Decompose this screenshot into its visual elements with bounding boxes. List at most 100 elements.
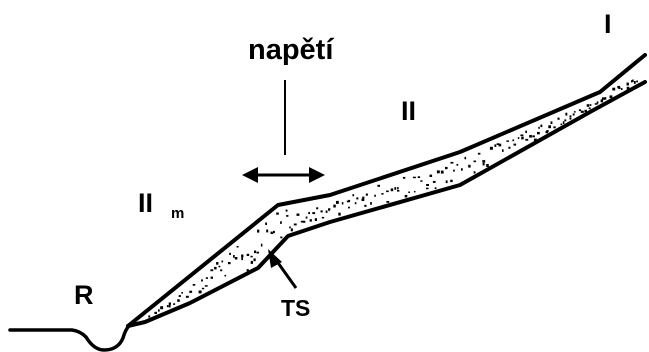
stipple-dot [326,211,328,213]
stipple-dot [312,212,315,214]
stipple-dot [499,144,502,147]
stipple-dot [303,221,305,223]
stipple-dot [251,256,253,258]
stipple-dot [512,139,514,141]
stipple-dot [235,257,238,260]
terrace-i-label: I [604,9,612,39]
stipple-dot [276,213,279,215]
stipple-dot [627,83,629,86]
stipple-dot [233,255,235,258]
stipple-dot [537,132,540,134]
stipple-dot [148,315,150,317]
stress-double-arrow [242,167,325,183]
stipple-dot [403,177,405,179]
stipple-dot [352,194,354,196]
stipple-dot [169,305,171,308]
stipple-dot [333,205,336,208]
stipple-dot [418,176,420,178]
stipple-dot [205,285,208,287]
transition-slope-arrow [268,249,296,288]
stipple-dot [210,269,213,271]
stipple-dot [257,252,260,254]
stipple-dot [587,104,590,107]
stipple-dot [273,231,275,233]
stipple-dot [604,97,606,100]
stipple-dot [362,199,365,202]
stipple-dot [430,175,433,177]
stipple-dot [520,135,523,137]
sediment-fill [128,55,645,326]
stipple-dot [494,144,496,147]
stipple-dot [229,253,231,255]
stipple-dot [222,261,224,263]
stipple-dot [532,135,535,137]
stipple-dot [254,251,256,254]
stipple-dot [525,131,527,133]
stipple-dot [301,221,303,223]
stipple-dot [199,291,202,294]
stipple-dot [177,299,180,302]
stipple-dot [461,168,463,171]
stipple-dot [508,147,510,149]
stipple-dot [364,205,366,207]
stipple-dot [266,230,268,233]
stipple-dot [286,215,288,217]
stipple-dot [316,207,318,209]
stipple-dot [306,217,308,219]
stipple-dot [391,188,394,191]
stipple-dot [602,97,605,99]
stipple-dot [453,170,455,172]
stipple-dot [261,244,263,247]
stipple-dot [482,160,485,163]
stipple-dot [558,118,560,120]
stipple-dot [538,127,540,129]
stipple-dot [315,218,317,221]
stipple-dot [154,312,157,314]
stipple-dot [160,306,163,309]
stipple-dot [506,140,509,142]
stipple-dot [265,223,267,226]
stipple-dot [228,262,231,264]
stipple-dot [579,109,581,111]
stipple-dot [201,279,203,281]
stipple-dot [280,237,282,239]
stipple-dot [561,124,563,126]
stipple-dot [581,111,584,113]
stipple-dot [426,188,429,190]
stipple-dot [612,88,615,91]
stipple-dot [338,213,340,216]
stipple-dot [563,121,565,124]
river-channel-ground [10,325,130,350]
transition-slope-label: TS [281,295,310,321]
stipple-dot [328,208,330,210]
stipple-dot [308,212,310,214]
stipple-dot [167,305,169,307]
stipple-dot [297,214,300,216]
stipple-dot [540,125,542,128]
stipple-dot [486,164,489,167]
stipple-dot [322,217,324,219]
stipple-dot [483,163,485,166]
stipple-dot [405,195,408,198]
stipple-dot [386,191,389,193]
stipple-dot [445,167,448,169]
stipple-dot [386,201,389,203]
stipple-dot [247,254,250,256]
stipple-dot [597,101,599,103]
stipple-dot [271,232,273,234]
stipple-dot [336,201,339,204]
stipple-dot [478,153,481,155]
stipple-dot [548,125,551,128]
stipple-dot [408,192,410,194]
stipple-dot [257,230,259,233]
stipple-dot [241,257,243,260]
stipple-dot [636,81,638,83]
stipple-dot [521,137,524,140]
stipple-dot [220,269,222,271]
stipple-dot [525,139,528,141]
stipple-dot [433,181,436,183]
stipple-dot [216,262,218,265]
terrace-ii-label: II [401,96,416,126]
stipple-dot [237,246,239,248]
